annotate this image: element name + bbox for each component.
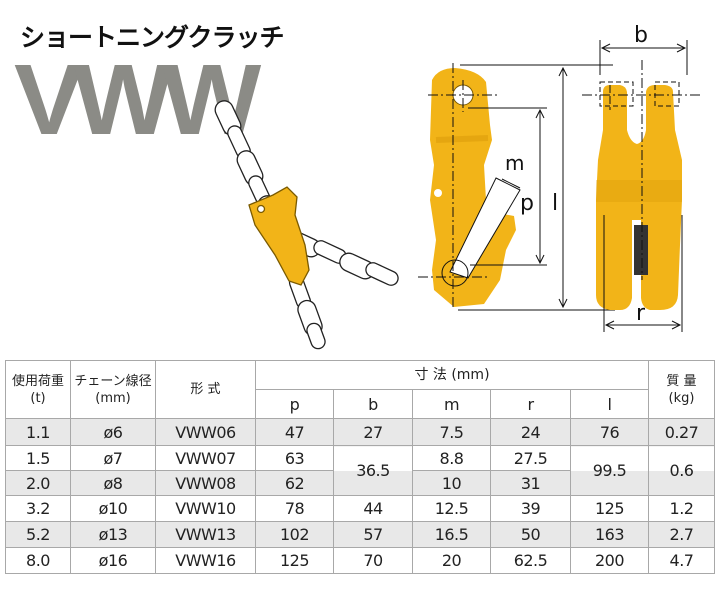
cell-m: 20 bbox=[412, 547, 491, 574]
cell-chain: ø6 bbox=[70, 418, 156, 446]
cell-p: 47 bbox=[255, 418, 334, 446]
cell-l: 200 bbox=[570, 547, 649, 574]
cell-b: 70 bbox=[333, 547, 413, 574]
cell-l: 163 bbox=[570, 521, 649, 548]
cell-r: 50 bbox=[490, 521, 571, 548]
cell-load: 5.2 bbox=[5, 521, 71, 548]
cell-chain: ø16 bbox=[70, 547, 156, 574]
cell-r: 39 bbox=[490, 495, 571, 522]
header-m: m bbox=[412, 389, 491, 419]
cell-b: 44 bbox=[333, 495, 413, 522]
cell-mass: 2.7 bbox=[648, 521, 715, 548]
dim-label-b: b bbox=[634, 23, 648, 48]
cell-model: VWW07 bbox=[155, 445, 256, 471]
cell-p: 78 bbox=[255, 495, 334, 522]
cell-load: 1.1 bbox=[5, 418, 71, 446]
cell-mass: 0.27 bbox=[648, 418, 715, 446]
cell-r: 62.5 bbox=[490, 547, 571, 574]
cell-m: 10 bbox=[412, 470, 491, 496]
cell-b: 36.5 bbox=[333, 445, 413, 496]
dim-label-l: l bbox=[552, 191, 558, 216]
cell-chain: ø8 bbox=[70, 470, 156, 496]
cell-r: 24 bbox=[490, 418, 571, 446]
cell-model: VWW08 bbox=[155, 470, 256, 496]
chain-links-lower bbox=[288, 274, 326, 350]
cell-model: VWW10 bbox=[155, 495, 256, 522]
model-name: VWW bbox=[14, 44, 261, 156]
cell-p: 125 bbox=[255, 547, 334, 574]
cell-mass: 4.7 bbox=[648, 547, 715, 574]
clutch-side-view bbox=[430, 68, 516, 307]
cell-p: 63 bbox=[255, 445, 334, 471]
cell-b: 57 bbox=[333, 521, 413, 548]
header-dimensions: 寸 法 (mm) bbox=[255, 360, 649, 390]
cell-load: 3.2 bbox=[5, 495, 71, 522]
cell-p: 62 bbox=[255, 470, 334, 496]
cell-b: 27 bbox=[333, 418, 413, 446]
header-load: 使用荷重 (t) bbox=[5, 360, 71, 419]
header-model: 形 式 bbox=[155, 360, 256, 419]
table-row: 8.0 ø16 VWW16 125 70 20 62.5 200 4.7 bbox=[5, 547, 715, 574]
header-b: b bbox=[333, 389, 413, 419]
cell-model: VWW06 bbox=[155, 418, 256, 446]
spec-table: 使用荷重 (t) チェーン線径 (mm) 形 式 寸 法 (mm) 質 量 (k… bbox=[5, 360, 715, 574]
cell-mass: 0.6 bbox=[648, 445, 715, 496]
cell-l: 99.5 bbox=[570, 445, 649, 496]
cell-chain: ø10 bbox=[70, 495, 156, 522]
header-mass: 質 量 (kg) bbox=[648, 360, 715, 419]
cell-m: 8.8 bbox=[412, 445, 491, 471]
cell-mass: 1.2 bbox=[648, 495, 715, 522]
cell-model: VWW13 bbox=[155, 521, 256, 548]
cell-l: 125 bbox=[570, 495, 649, 522]
cell-l: 76 bbox=[570, 418, 649, 446]
cell-m: 12.5 bbox=[412, 495, 491, 522]
header-r: r bbox=[490, 389, 571, 419]
dim-label-m: m bbox=[505, 151, 524, 175]
cell-load: 8.0 bbox=[5, 547, 71, 574]
cell-chain: ø13 bbox=[70, 521, 156, 548]
header-mass-label: 質 量 bbox=[666, 373, 697, 389]
header-chain-unit: (mm) bbox=[95, 390, 131, 406]
clutch-body bbox=[248, 186, 310, 286]
table-row: 1.1 ø6 VWW06 47 27 7.5 24 76 0.27 bbox=[5, 418, 715, 446]
table-row: 2.0 ø8 VWW08 62 10 31 bbox=[5, 470, 715, 496]
dim-label-r: r bbox=[636, 301, 646, 326]
cell-r: 27.5 bbox=[490, 445, 571, 471]
table-row: 1.5 ø7 VWW07 63 36.5 8.8 27.5 99.5 0.6 bbox=[5, 445, 715, 496]
header-mass-unit: (kg) bbox=[668, 390, 695, 406]
cell-model: VWW16 bbox=[155, 547, 256, 574]
table-row: 5.2 ø13 VWW13 102 57 16.5 50 163 2.7 bbox=[5, 521, 715, 548]
cell-r: 31 bbox=[490, 470, 571, 496]
cell-m: 16.5 bbox=[412, 521, 491, 548]
header-chain: チェーン線径 (mm) bbox=[70, 360, 156, 419]
cell-chain: ø7 bbox=[70, 445, 156, 471]
cell-p: 102 bbox=[255, 521, 334, 548]
table-row: 3.2 ø10 VWW10 78 44 12.5 39 125 1.2 bbox=[5, 495, 715, 522]
clutch-front-view bbox=[596, 85, 682, 310]
header-load-label: 使用荷重 bbox=[11, 373, 64, 389]
header-load-unit: (t) bbox=[30, 390, 46, 406]
dimension-drawing: m p l b r bbox=[418, 23, 700, 332]
chain-illustration bbox=[214, 100, 399, 350]
cell-load: 1.5 bbox=[5, 445, 71, 471]
header-chain-label: チェーン線径 bbox=[74, 373, 152, 389]
product-title: ショートニングクラッチ bbox=[20, 23, 285, 52]
cell-m: 7.5 bbox=[412, 418, 491, 446]
cell-load: 2.0 bbox=[5, 470, 71, 496]
header-p: p bbox=[255, 389, 334, 419]
dim-label-p: p bbox=[520, 191, 534, 216]
header-l: l bbox=[570, 389, 649, 419]
